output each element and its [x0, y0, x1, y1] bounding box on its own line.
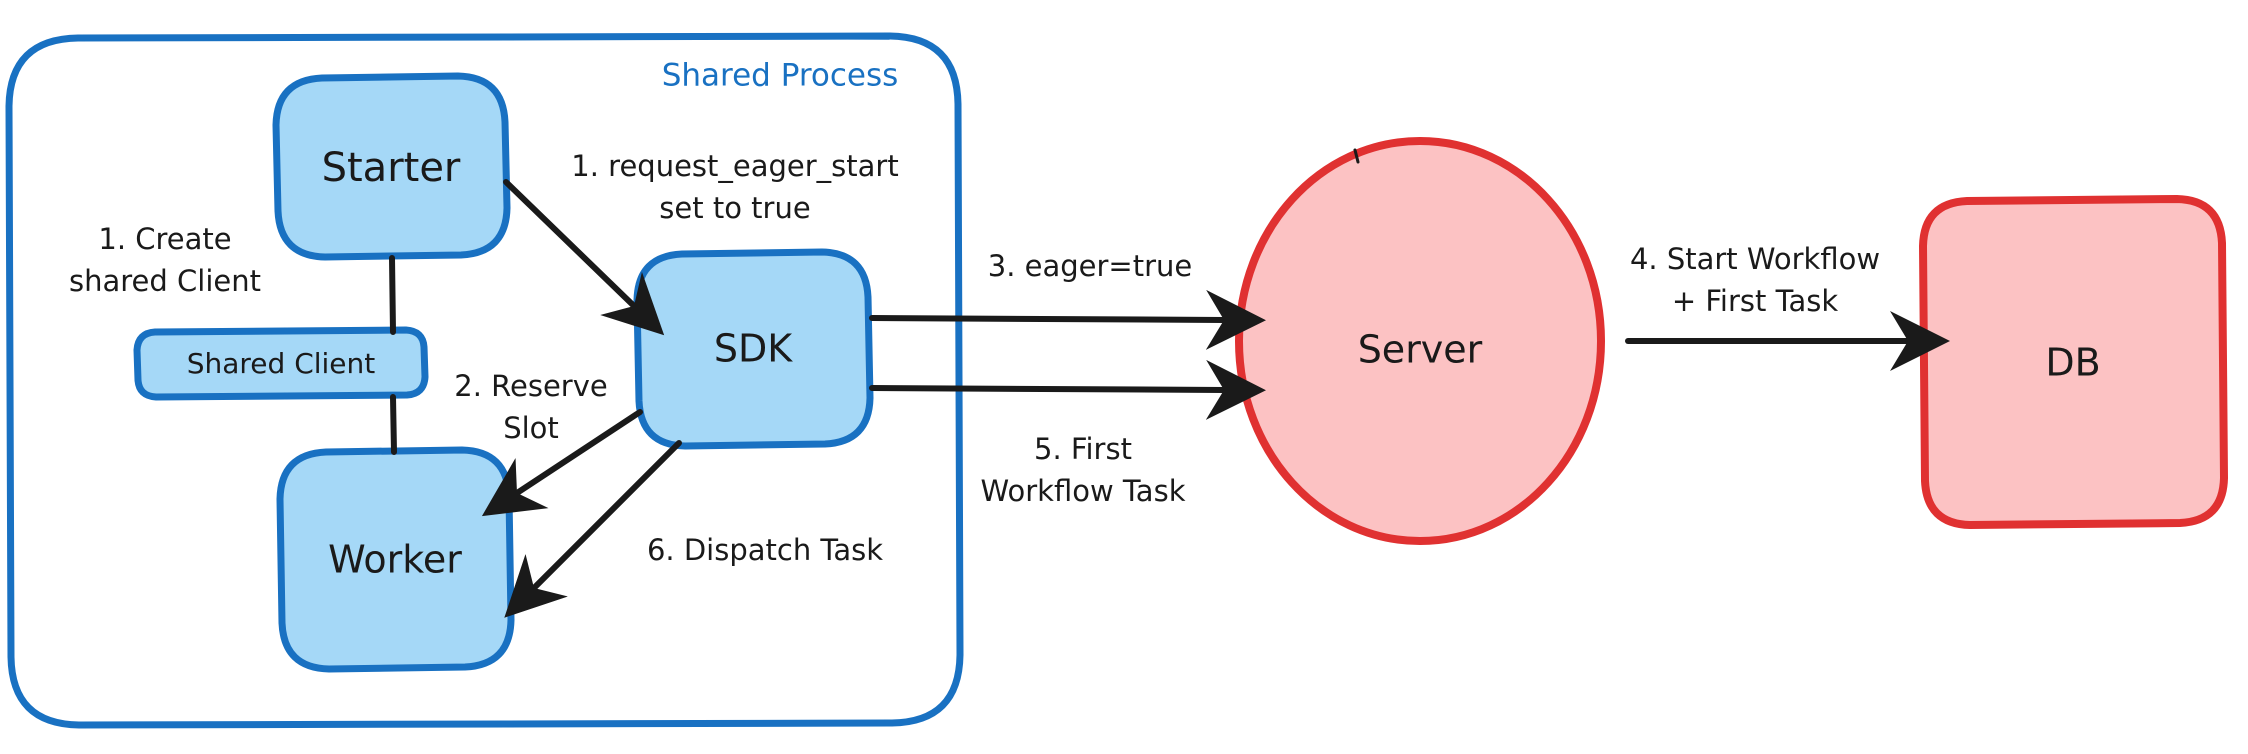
edge-request-eager-start: 1. request_eager_start set to true — [503, 149, 899, 336]
node-worker-label: Worker — [328, 538, 462, 582]
edge-first-workflow-task-label-line2: Workflow Task — [981, 474, 1186, 508]
edge-reserve-slot-label-line1: 2. Reserve — [454, 369, 607, 403]
edge-start-workflow: 4. Start Workflow + First Task — [1625, 242, 1950, 371]
edge-create-shared-client-label-line1: 1. Create — [98, 222, 231, 256]
edge-dispatch-task: 6. Dispatch Task — [504, 440, 883, 618]
edge-start-workflow-label-line1: 4. Start Workflow — [1630, 242, 1880, 276]
node-sdk[interactable]: SDK — [633, 248, 874, 450]
edge-eager-true: 3. eager=true — [869, 249, 1266, 350]
node-starter-label: Starter — [322, 145, 461, 191]
edge-reserve-slot-label-line2: Slot — [503, 411, 559, 445]
node-server[interactable]: Server — [1235, 137, 1605, 545]
node-server-label: Server — [1358, 328, 1483, 372]
node-sdk-label: SDK — [714, 327, 793, 371]
shared-process-label: Shared Process — [662, 58, 899, 94]
node-db-label: DB — [2045, 341, 2100, 385]
node-shared-client-label: Shared Client — [187, 347, 376, 380]
edge-eager-true-label-line1: 3. eager=true — [988, 249, 1193, 283]
edge-dispatch-task-label-line1: 6. Dispatch Task — [647, 533, 883, 567]
shared-process-container: Shared Process — [5, 32, 964, 729]
edge-first-workflow-task: 5. First Workflow Task — [869, 359, 1266, 508]
edge-first-workflow-task-label-line1: 5. First — [1034, 432, 1132, 466]
node-db[interactable]: DB — [1919, 195, 2228, 529]
edge-request-eager-start-label-line1: 1. request_eager_start — [571, 149, 898, 183]
edge-request-eager-start-label-line2: set to true — [659, 191, 810, 225]
edge-start-workflow-label-line2: + First Task — [1672, 284, 1839, 318]
edge-create-shared-client-label-line2: shared Client — [69, 264, 261, 298]
edge-reserve-slot: 2. Reserve Slot — [454, 369, 643, 517]
node-starter[interactable]: Starter — [272, 72, 511, 261]
edge-create-shared-client: 1. Create shared Client — [69, 222, 397, 455]
node-worker[interactable]: Worker — [276, 446, 515, 673]
node-shared-client[interactable]: Shared Client — [133, 326, 429, 401]
